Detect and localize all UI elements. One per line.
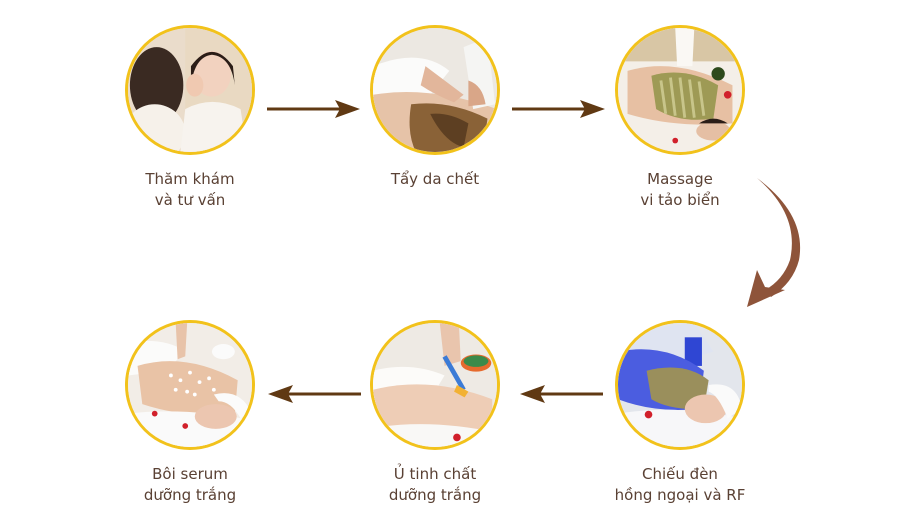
serum-application-photo	[125, 320, 255, 450]
consultation-photo	[125, 25, 255, 155]
step-exfoliation: Tẩy da chết	[345, 25, 525, 190]
whitening-essence-image-icon	[373, 323, 497, 447]
serum-application-image-icon	[128, 323, 252, 447]
step-whitening-essence: Ủ tinh chất dưỡng trắng	[345, 320, 525, 506]
step-label: Tẩy da chết	[390, 170, 480, 188]
infrared-rf-image-icon	[618, 323, 742, 447]
step-label: Thăm khám và tư vấn	[145, 170, 235, 209]
seaweed-massage-image-icon	[618, 28, 742, 152]
step-infrared-rf: Chiếu đèn hồng ngoại và RF	[590, 320, 770, 506]
step-consultation: Thăm khám và tư vấn	[100, 25, 280, 211]
step-label: Massage vi tảo biển	[640, 170, 720, 209]
seaweed-massage-photo	[615, 25, 745, 155]
whitening-essence-photo	[370, 320, 500, 450]
curved-arrow-down-icon	[747, 178, 801, 307]
arrow-right-icon	[267, 100, 360, 118]
exfoliation-image-icon	[373, 28, 497, 152]
step-seaweed-massage: Massage vi tảo biển	[590, 25, 770, 211]
arrow-left-icon	[520, 385, 603, 403]
arrow-left-icon	[268, 385, 361, 403]
arrow-right-icon	[512, 100, 605, 118]
infrared-rf-light-photo	[615, 320, 745, 450]
exfoliation-photo	[370, 25, 500, 155]
consultation-image-icon	[128, 28, 252, 152]
step-serum-application: Bôi serum dưỡng trắng	[100, 320, 280, 506]
